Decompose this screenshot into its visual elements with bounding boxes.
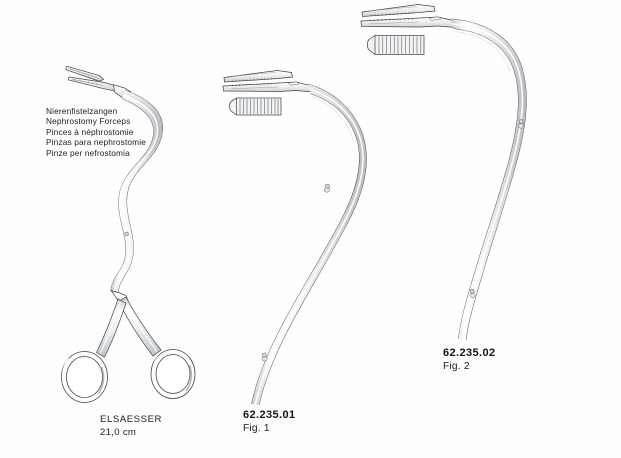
product-name-fr: Pinces à néphrostomie <box>46 126 134 137</box>
shaft-notch-fig1 <box>261 183 330 362</box>
jaw-profile-detail-1 <box>229 97 282 116</box>
figure-label-fig1: Fig. 1 <box>243 423 270 434</box>
product-name-de: Nierenfistelzangen <box>46 106 118 116</box>
forceps-figure-2 <box>360 4 527 341</box>
shaft-notch-fig2 <box>469 119 524 298</box>
finger-ring-left <box>61 351 108 403</box>
forceps-elsaesser <box>61 65 196 403</box>
product-name-en: Nephrostomy Forceps <box>46 116 131 127</box>
finger-ring-right <box>150 349 196 399</box>
caption-figure-2: 62.235.02 Fig. 2 <box>443 347 496 373</box>
caption-figure-1: 62.235.01 Fig. 1 <box>243 409 296 435</box>
product-name-it: Pinze per nefrostomia <box>46 147 130 158</box>
catalog-code-fig2: 62.235.02 <box>443 347 496 359</box>
forceps-jaws <box>65 65 120 92</box>
figure-label-fig2: Fig. 2 <box>443 361 470 372</box>
catalog-code-fig1: 62.235.01 <box>243 409 296 421</box>
product-name-list: Nierenfistelzangen Nephrostomy Forceps P… <box>46 106 146 158</box>
instrument-length: 21,0 cm <box>100 426 137 438</box>
caption-main-instrument: ELSAESSER 21,0 cm <box>100 414 162 439</box>
jaw-profile-detail-2 <box>366 35 425 55</box>
instrument-eponym: ELSAESSER <box>100 414 163 425</box>
forceps-figure-1 <box>222 70 367 406</box>
product-name-es: Pinzas para nephrostomie <box>46 137 146 148</box>
